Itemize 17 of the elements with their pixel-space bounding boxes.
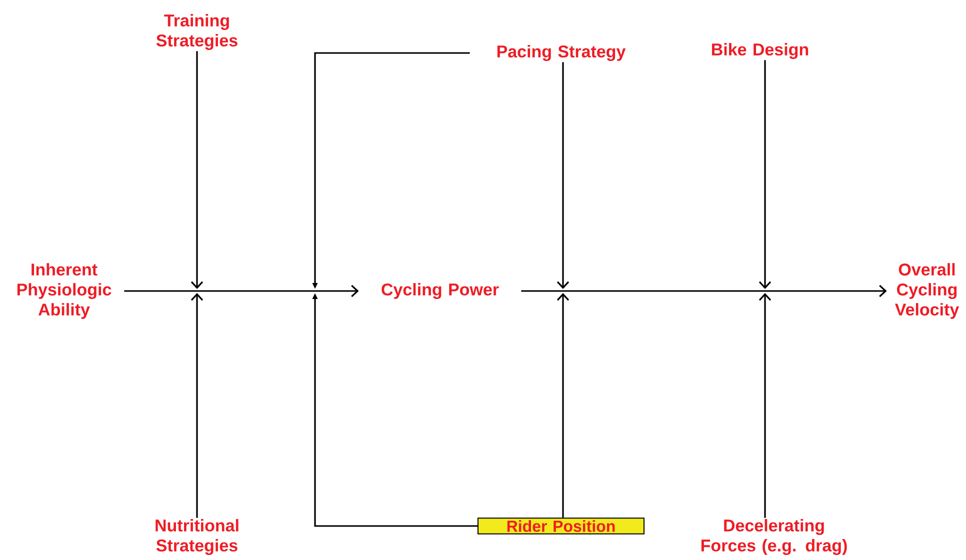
arrow: [124, 284, 359, 298]
arrow: [758, 60, 772, 289]
arrow: [521, 284, 887, 298]
label-text: Inherent Physiologic Ability: [17, 263, 112, 319]
label-text: Decelerating Forces (e.g. drag): [701, 519, 847, 555]
highlighted-box: Rider Position: [478, 518, 644, 534]
label-text: Bike Design: [712, 43, 808, 59]
arrow: [556, 62, 570, 289]
arrow: [556, 293, 570, 518]
arrow: [758, 293, 772, 518]
arrow: [190, 51, 204, 289]
label-text: Cycling Power: [382, 283, 499, 299]
arrow: [190, 293, 204, 518]
label-text: Pacing Strategy: [497, 45, 626, 61]
label-text: Overall Cycling Velocity: [895, 263, 960, 319]
label-text: Training Strategies: [156, 14, 238, 50]
label-text: Nutritional Strategies: [156, 519, 238, 555]
